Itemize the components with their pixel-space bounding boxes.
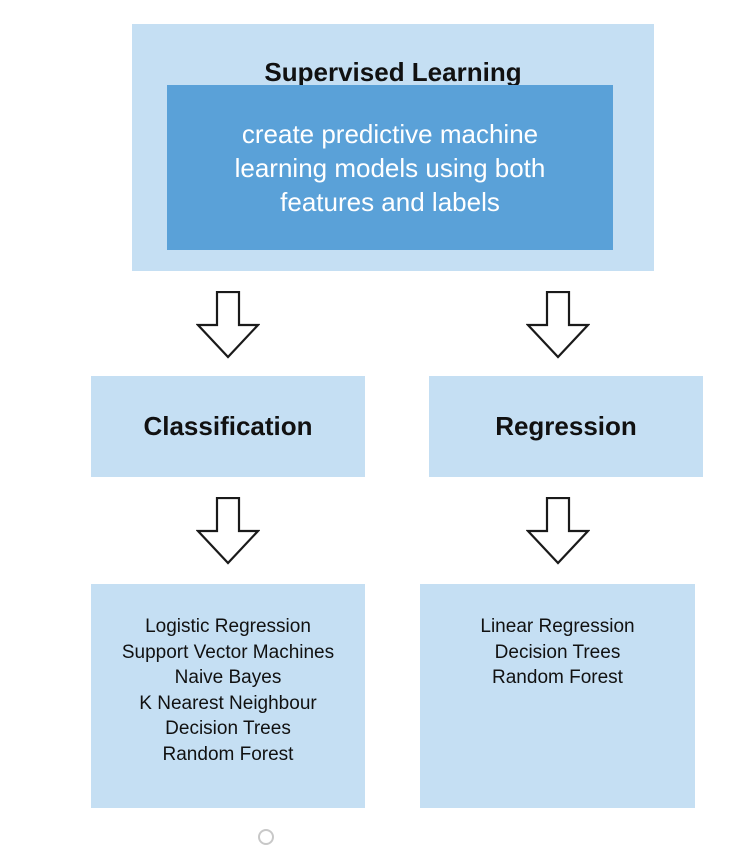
list-item: Decision Trees bbox=[494, 641, 621, 663]
regression-algorithms-box: Linear Regression Decision Trees Random … bbox=[420, 584, 695, 808]
supervised-learning-description: create predictive machine learning model… bbox=[234, 118, 546, 217]
supervised-learning-title: Supervised Learning bbox=[264, 57, 522, 87]
list-item: Random Forest bbox=[492, 667, 623, 688]
down-arrow-icon bbox=[196, 291, 260, 359]
supervised-learning-description-box: create predictive machine learning model… bbox=[167, 85, 613, 250]
list-item: Naive Bayes bbox=[174, 667, 282, 688]
regression-box: Regression bbox=[429, 376, 703, 477]
down-arrow-icon bbox=[196, 497, 260, 565]
loading-spinner-icon bbox=[258, 829, 274, 845]
supervised-learning-box: Supervised Learning create predictive ma… bbox=[132, 24, 654, 271]
classification-title: Classification bbox=[143, 411, 313, 441]
list-item: Decision Trees bbox=[165, 718, 291, 739]
regression-title: Regression bbox=[495, 411, 637, 441]
list-item: Linear Regression bbox=[480, 616, 635, 637]
down-arrow-icon bbox=[526, 291, 590, 359]
classification-box: Classification bbox=[91, 376, 365, 477]
list-item: Support Vector Machines bbox=[121, 641, 335, 663]
list-item: K Nearest Neighbour bbox=[139, 692, 317, 714]
down-arrow-icon bbox=[526, 497, 590, 565]
classification-algorithms-box: Logistic Regression Support Vector Machi… bbox=[91, 584, 365, 808]
list-item: Logistic Regression bbox=[145, 616, 311, 637]
list-item: Random Forest bbox=[162, 743, 294, 765]
